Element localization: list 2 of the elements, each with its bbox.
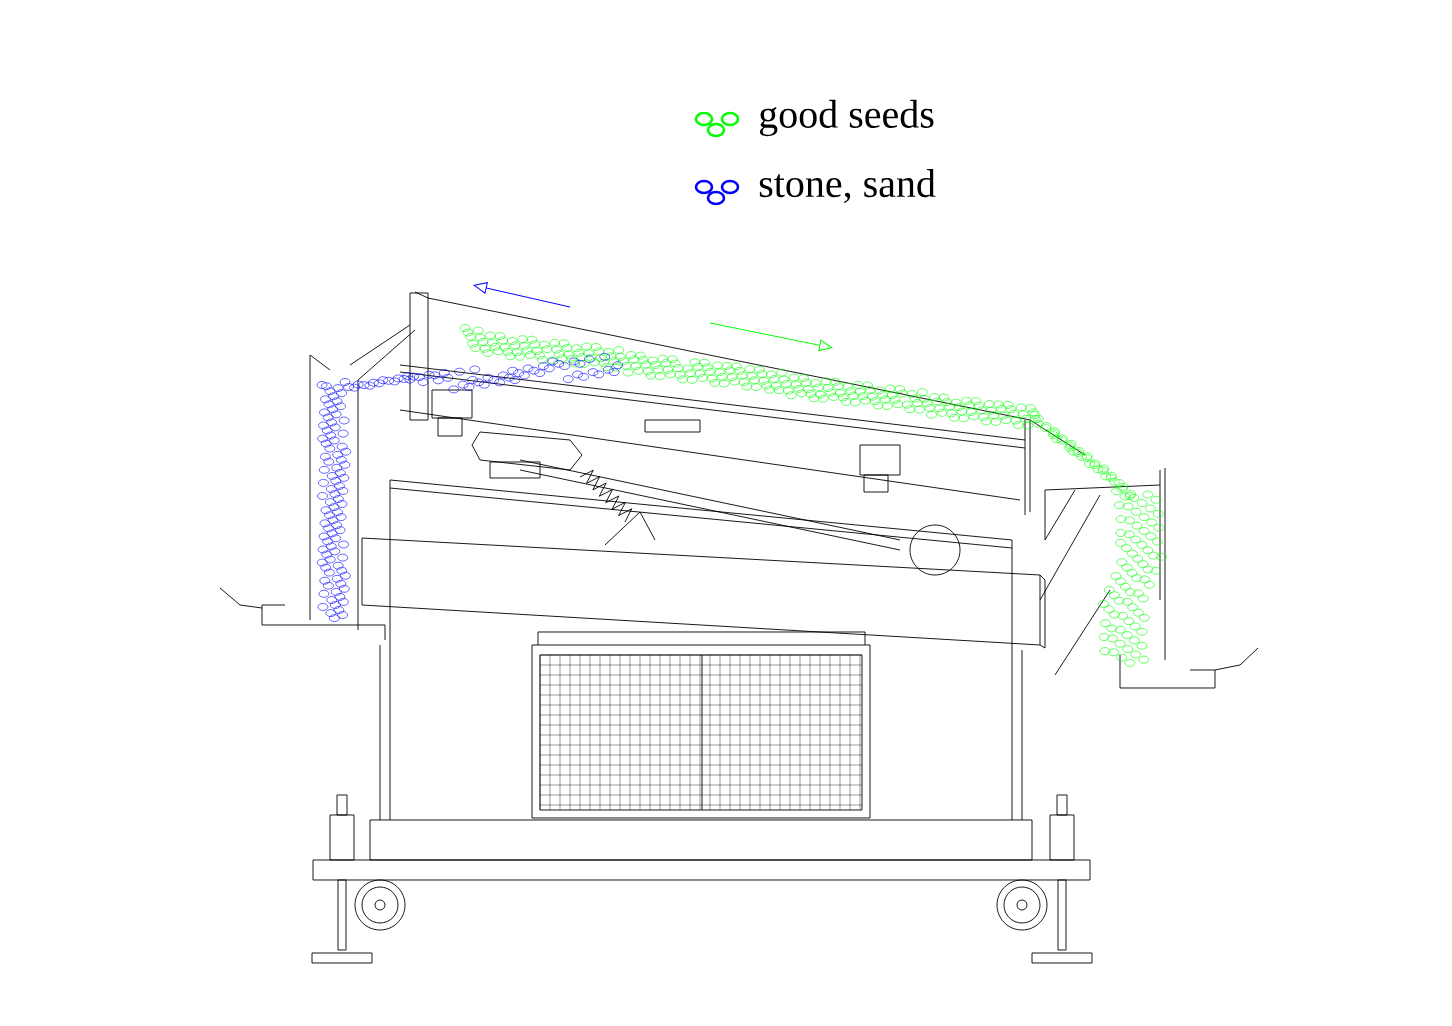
legend-label: good seeds (759, 99, 934, 137)
legend-label: stone, sand (759, 169, 936, 203)
